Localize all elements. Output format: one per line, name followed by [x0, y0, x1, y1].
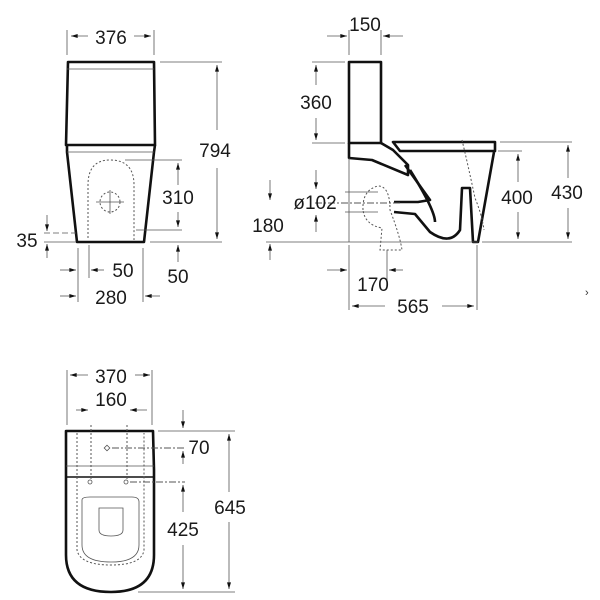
- dim-side-seat-height: 430: [551, 183, 583, 204]
- dim-side-tank-height: 360: [300, 93, 332, 114]
- dim-front-inlet: 310: [162, 188, 194, 209]
- dim-front-inlet-offset: 50: [112, 261, 133, 282]
- front-bowl: [65, 144, 157, 244]
- dim-side-outlet-distance: 170: [357, 275, 389, 296]
- side-view: [266, 30, 572, 310]
- dim-top-fixing-spacing: 160: [95, 390, 127, 411]
- dim-side-outlet-diameter: ø102: [293, 193, 336, 214]
- dim-top-total-length: 645: [214, 498, 246, 519]
- front-view: [44, 30, 222, 302]
- dim-side-outlet-height: 180: [252, 216, 284, 237]
- dim-front-right-offset: 50: [167, 267, 188, 288]
- side-seat: [391, 140, 497, 153]
- dim-side-tank-depth: 150: [349, 15, 381, 36]
- dim-front-height: 794: [199, 141, 231, 162]
- marker-glyph: ›: [585, 287, 589, 299]
- dim-top-width: 370: [95, 367, 127, 388]
- side-tank: [347, 60, 383, 145]
- dim-front-width: 376: [95, 28, 127, 49]
- dim-side-bowl-height: 400: [501, 188, 533, 209]
- dim-top-fixing-offset: 70: [188, 438, 209, 459]
- top-outline: [64, 429, 156, 594]
- dim-front-base: 280: [95, 288, 127, 309]
- dim-side-total-depth: 565: [397, 297, 429, 318]
- dim-front-floor: 35: [16, 231, 37, 252]
- front-tank: [64, 60, 157, 147]
- dim-top-bowl-length: 425: [167, 520, 199, 541]
- top-view: [64, 370, 235, 594]
